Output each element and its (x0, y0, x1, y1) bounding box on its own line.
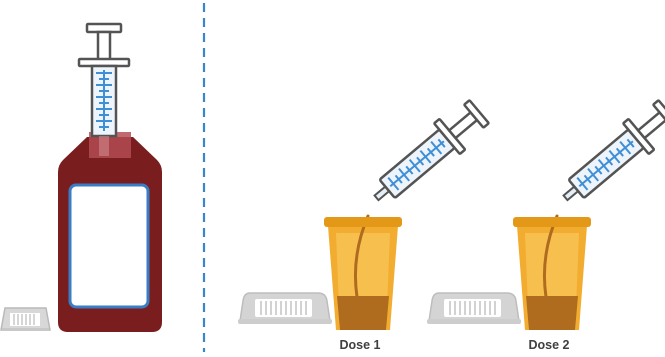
oral-syringe-dose-1 (364, 96, 492, 213)
dosing-cup-1 (324, 216, 402, 330)
bottle-cap-left (1, 308, 50, 331)
oral-syringe-dose-2 (553, 96, 665, 213)
dosing-cup-2 (513, 216, 591, 330)
medicine-bottle (58, 132, 162, 332)
bottle-cap-dose-2 (427, 293, 521, 324)
bottle-cap-dose-1 (238, 293, 332, 324)
dose-1-label: Dose 1 (340, 338, 381, 352)
dose-2-label: Dose 2 (529, 338, 570, 352)
